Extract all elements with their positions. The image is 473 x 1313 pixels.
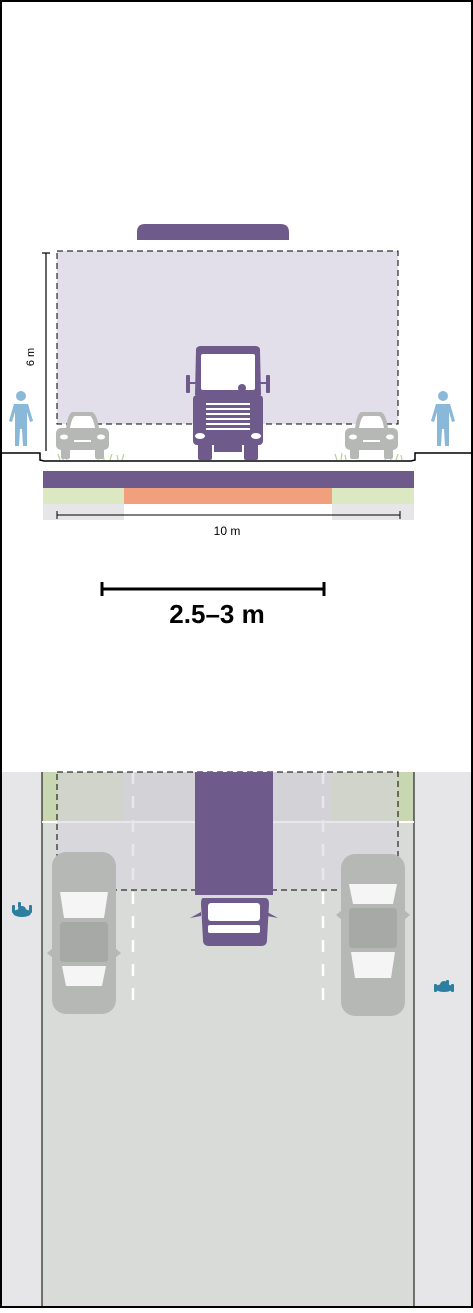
strip-green-right	[332, 488, 414, 504]
pedestrian-icon	[431, 391, 455, 446]
height-label: 6 m	[25, 348, 37, 366]
car-top-icon	[47, 852, 121, 1014]
pedestrian-top-icon	[434, 980, 454, 992]
scale-label: 2.5–3 m	[169, 599, 264, 629]
sidewalk-left	[0, 772, 42, 1308]
strip-green-left	[43, 488, 124, 504]
scale-bar	[100, 582, 326, 596]
car-front-icon	[56, 412, 109, 459]
cross-section: 6 m	[0, 224, 473, 538]
height-dimension	[42, 252, 50, 451]
vehicle-roof-shape	[137, 224, 289, 240]
car-top-icon	[336, 854, 410, 1016]
width-dimension	[56, 511, 401, 519]
strip-grey-left	[43, 504, 124, 520]
ground-profile	[0, 452, 473, 462]
pedestrian-icon	[9, 391, 33, 446]
truck-front-icon	[186, 346, 270, 460]
strip-orange	[124, 488, 332, 504]
truck-top-icon	[190, 772, 278, 946]
pedestrian-top-icon	[12, 902, 32, 917]
sidewalk-right	[414, 772, 473, 1308]
strip-purple	[43, 471, 414, 488]
plan-view	[0, 771, 473, 1308]
strip-grey-right	[332, 504, 414, 520]
car-front-icon	[345, 412, 398, 459]
width-label: 10 m	[214, 524, 241, 538]
